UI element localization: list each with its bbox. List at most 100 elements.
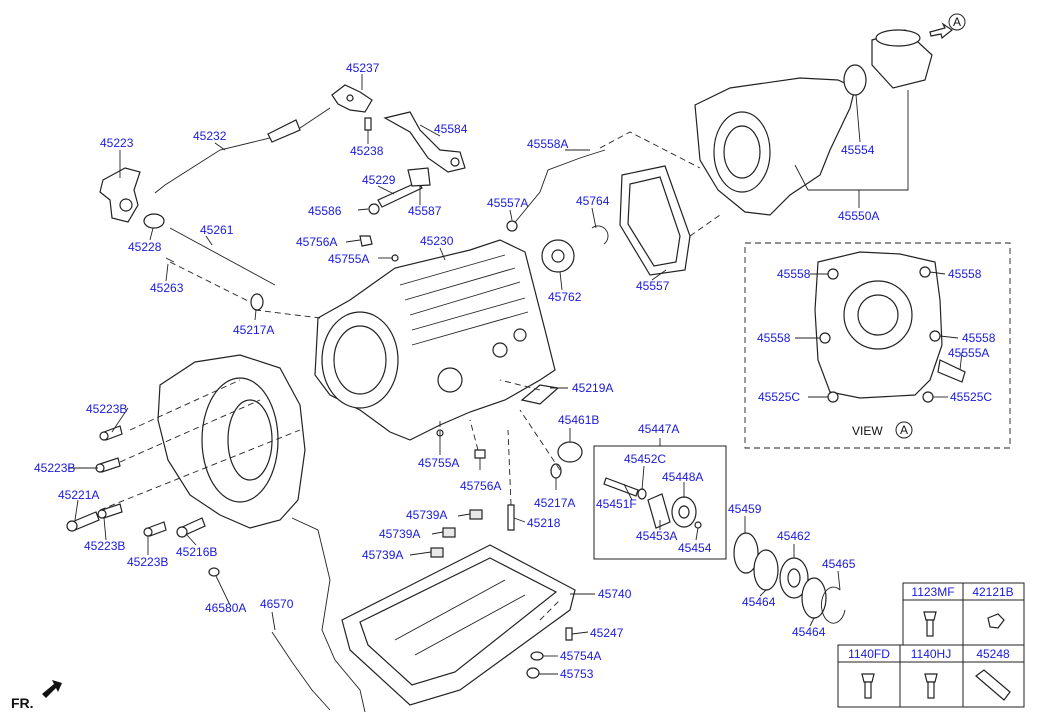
bolt-45221A bbox=[66, 511, 100, 532]
view-label: VIEW bbox=[852, 424, 883, 438]
ring-45459 bbox=[733, 532, 759, 574]
callout-45558-2: 45558 bbox=[948, 267, 982, 281]
front-arrow bbox=[42, 680, 62, 698]
bolt-45223B-2 bbox=[95, 457, 121, 473]
callout-45464-1: 45464 bbox=[742, 595, 776, 609]
view-ref-label: A bbox=[900, 423, 908, 437]
table-header-1123MF: 1123MF bbox=[911, 585, 954, 599]
washer-45217A-low bbox=[550, 463, 562, 479]
callout-45221A: 45221A bbox=[58, 488, 99, 502]
nut-42121B-icon bbox=[987, 613, 1005, 629]
callout-labels: 45237 45223 45232 45584 45238 45229 4558… bbox=[34, 61, 996, 681]
callout-45237: 45237 bbox=[346, 61, 380, 75]
callout-45223B-3: 45223B bbox=[84, 539, 125, 553]
seal-45557A bbox=[506, 220, 518, 232]
callout-45756A-low: 45756A bbox=[460, 479, 501, 493]
lever-45584 bbox=[383, 111, 466, 173]
bolt-1140HJ-icon bbox=[924, 673, 938, 699]
shift-cable-45232 bbox=[154, 107, 331, 194]
callout-45587: 45587 bbox=[408, 204, 442, 218]
table-header-45248: 45248 bbox=[976, 647, 1010, 661]
bolt-45223B-3 bbox=[97, 503, 123, 519]
callout-45558-4: 45558 bbox=[962, 331, 996, 345]
callout-45453A: 45453A bbox=[636, 529, 677, 543]
callout-45223: 45223 bbox=[100, 136, 134, 150]
bolt-45216B bbox=[176, 517, 206, 538]
callout-45459: 45459 bbox=[728, 502, 762, 516]
bolt-45223B-4 bbox=[143, 521, 167, 537]
bolt-45756A-low bbox=[474, 449, 486, 459]
callout-46580A: 46580A bbox=[205, 601, 246, 615]
front-label: FR. bbox=[11, 695, 34, 711]
callout-45558-3: 45558 bbox=[757, 331, 791, 345]
bolt-45238 bbox=[364, 117, 372, 131]
pin-45218 bbox=[507, 504, 515, 531]
view-ref-circle bbox=[895, 421, 913, 439]
gear-45762 bbox=[541, 239, 575, 273]
sealant-tube-45248-icon bbox=[975, 669, 1011, 701]
callout-45584: 45584 bbox=[434, 122, 468, 136]
spring-45453A bbox=[647, 493, 671, 529]
bushing-45228 bbox=[143, 213, 165, 229]
callout-45557: 45557 bbox=[636, 279, 670, 293]
callout-45755A-low: 45755A bbox=[418, 456, 459, 470]
callout-45216B: 45216B bbox=[176, 545, 217, 559]
callout-45525C-1: 45525C bbox=[758, 390, 800, 404]
washer-45217A-top bbox=[250, 293, 264, 311]
callout-45229: 45229 bbox=[362, 173, 396, 187]
callout-45550A: 45550A bbox=[838, 209, 879, 223]
callout-46570: 46570 bbox=[260, 597, 294, 611]
callout-45223B-1: 45223B bbox=[86, 402, 127, 416]
callout-45525C-2: 45525C bbox=[950, 390, 992, 404]
callout-45219A: 45219A bbox=[572, 381, 613, 395]
bolt-1123MF-icon bbox=[923, 611, 937, 637]
view-a-frame bbox=[744, 242, 1011, 449]
callout-45464-2: 45464 bbox=[792, 625, 826, 639]
callout-45755A-top: 45755A bbox=[328, 252, 369, 266]
seal-45554 bbox=[843, 64, 867, 96]
callout-45753: 45753 bbox=[560, 667, 594, 681]
magnet-45739A-1 bbox=[469, 509, 483, 520]
piston-45448A bbox=[671, 496, 697, 528]
snap-ring-45764 bbox=[591, 225, 609, 245]
washer-45452C bbox=[637, 488, 647, 500]
callout-45558-1: 45558 bbox=[777, 267, 811, 281]
callout-45247: 45247 bbox=[590, 626, 624, 640]
leader-lines bbox=[68, 74, 963, 675]
transmission-case-45230 bbox=[314, 239, 556, 441]
bracket-45237 bbox=[331, 84, 373, 113]
callout-45232: 45232 bbox=[193, 129, 227, 143]
callout-45465: 45465 bbox=[822, 557, 856, 571]
callout-45223B-2: 45223B bbox=[34, 461, 75, 475]
alignment-lines bbox=[99, 131, 721, 621]
callout-45454: 45454 bbox=[678, 541, 712, 555]
callout-45447A: 45447A bbox=[638, 422, 679, 436]
pin-45451F bbox=[603, 477, 639, 497]
oil-pan-45740 bbox=[341, 544, 576, 706]
arrow-a: A bbox=[929, 13, 966, 40]
callout-45451F: 45451F bbox=[596, 497, 637, 511]
clip-45586 bbox=[368, 203, 380, 215]
gasket-45557 bbox=[619, 165, 691, 276]
pin-45263 bbox=[165, 257, 175, 263]
callout-45228: 45228 bbox=[128, 240, 162, 254]
table-header-1140FD: 1140FD bbox=[848, 647, 890, 661]
o-ring-46580A bbox=[208, 567, 220, 577]
magnet-45739A-3 bbox=[430, 547, 444, 558]
callout-45217A-top: 45217A bbox=[233, 323, 274, 337]
callout-45462: 45462 bbox=[777, 529, 811, 543]
callout-45555A: 45555A bbox=[948, 346, 989, 360]
piston-45462 bbox=[779, 557, 809, 599]
callout-45448A: 45448A bbox=[662, 470, 703, 484]
callout-45586: 45586 bbox=[308, 204, 342, 218]
callout-45218: 45218 bbox=[527, 516, 561, 530]
table-header-1140HJ: 1140HJ bbox=[911, 647, 951, 661]
ring-45464-1 bbox=[753, 549, 779, 591]
callout-45263: 45263 bbox=[150, 281, 184, 295]
callout-45558A: 45558A bbox=[527, 137, 568, 151]
callout-45739A-3: 45739A bbox=[362, 548, 403, 562]
callout-45754A: 45754A bbox=[560, 649, 601, 663]
callout-45762: 45762 bbox=[548, 290, 582, 304]
callout-45461B: 45461B bbox=[558, 413, 599, 427]
